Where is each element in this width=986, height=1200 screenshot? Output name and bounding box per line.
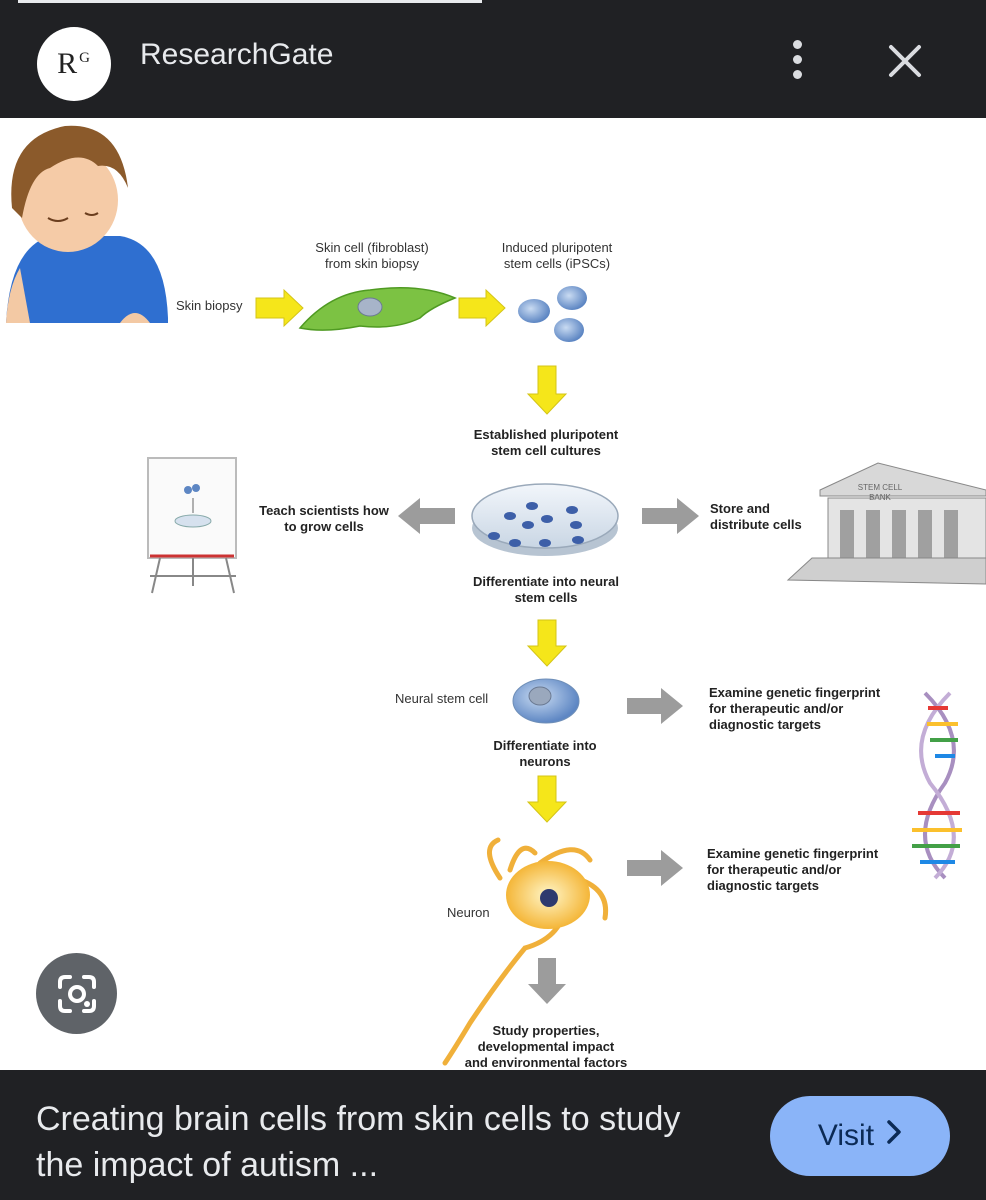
gray-arrows — [398, 498, 699, 1004]
fibroblast-cell — [298, 287, 457, 331]
neuron-cell — [442, 837, 609, 1066]
more-vertical-icon[interactable] — [778, 38, 818, 82]
examine-fingerprint-label-1: Examine genetic fingerprint for therapeu… — [709, 685, 881, 732]
progress-indicator — [18, 0, 482, 3]
bank-sign: STEM CELL BANK — [857, 483, 903, 502]
visit-label: Visit — [817, 1119, 875, 1152]
result-caption[interactable]: Creating brain cells from skin cells to … — [36, 1100, 681, 1184]
neuron-label: Neuron — [447, 905, 490, 920]
study-properties-label: Study properties, developmental impact a… — [464, 1023, 628, 1070]
teach-scientists-label: Teach scientists how to grow cells — [259, 503, 389, 534]
site-logo[interactable]: RG — [37, 27, 111, 101]
visit-button[interactable]: Visit — [770, 1096, 950, 1176]
examine-fingerprint-label-2: Examine genetic fingerprint for therapeu… — [707, 846, 879, 893]
differentiate-neural-label: Differentiate into neural stem cells — [473, 574, 619, 605]
store-distribute-label: Store and distribute cells — [710, 501, 802, 532]
petri-dish — [471, 483, 619, 556]
result-image[interactable]: Skin cell (fibroblast) from skin biopsy … — [0, 118, 986, 1070]
result-footer: Creating brain cells from skin cells to … — [0, 1070, 986, 1200]
skin-cell-label: Skin cell (fibroblast) from skin biopsy — [315, 240, 429, 271]
neural-stem-cell — [512, 678, 580, 724]
diagram-graphics — [6, 125, 986, 1066]
site-name[interactable]: ResearchGate — [140, 38, 334, 71]
chevron-right-icon — [886, 1119, 902, 1153]
ipsc-cells — [518, 286, 587, 342]
dna-helix — [912, 691, 962, 880]
close-icon[interactable] — [880, 36, 930, 86]
boy-illustration — [6, 125, 168, 323]
neural-stem-cell-label: Neural stem cell — [395, 691, 489, 706]
stem-cell-bank — [786, 462, 986, 585]
ipsc-label: Induced pluripotent stem cells (iPSCs) — [501, 240, 613, 271]
skin-biopsy-label: Skin biopsy — [176, 298, 243, 313]
google-lens-icon[interactable] — [36, 953, 117, 1034]
established-cultures-label: Established pluripotent stem cell cultur… — [473, 427, 619, 458]
easel-board — [147, 457, 237, 594]
top-bar: RG ResearchGate — [0, 0, 986, 118]
yellow-arrows — [255, 288, 568, 823]
logo-text: RG — [57, 47, 91, 80]
differentiate-neurons-label: Differentiate into neurons — [493, 738, 597, 769]
